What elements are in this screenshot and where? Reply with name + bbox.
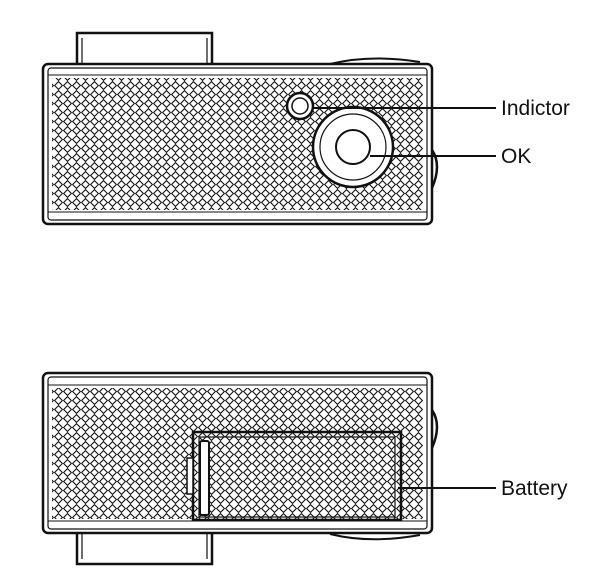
ok-label: OK bbox=[501, 145, 532, 168]
bottom-mount bbox=[75, 530, 214, 566]
bottom-view bbox=[41, 371, 496, 566]
battery-door bbox=[191, 430, 403, 522]
top-view bbox=[41, 31, 496, 226]
top-mount bbox=[75, 31, 214, 67]
indicator-label: Indictor bbox=[501, 97, 570, 120]
battery-latch bbox=[199, 440, 210, 516]
battery-label: Battery bbox=[501, 477, 568, 500]
